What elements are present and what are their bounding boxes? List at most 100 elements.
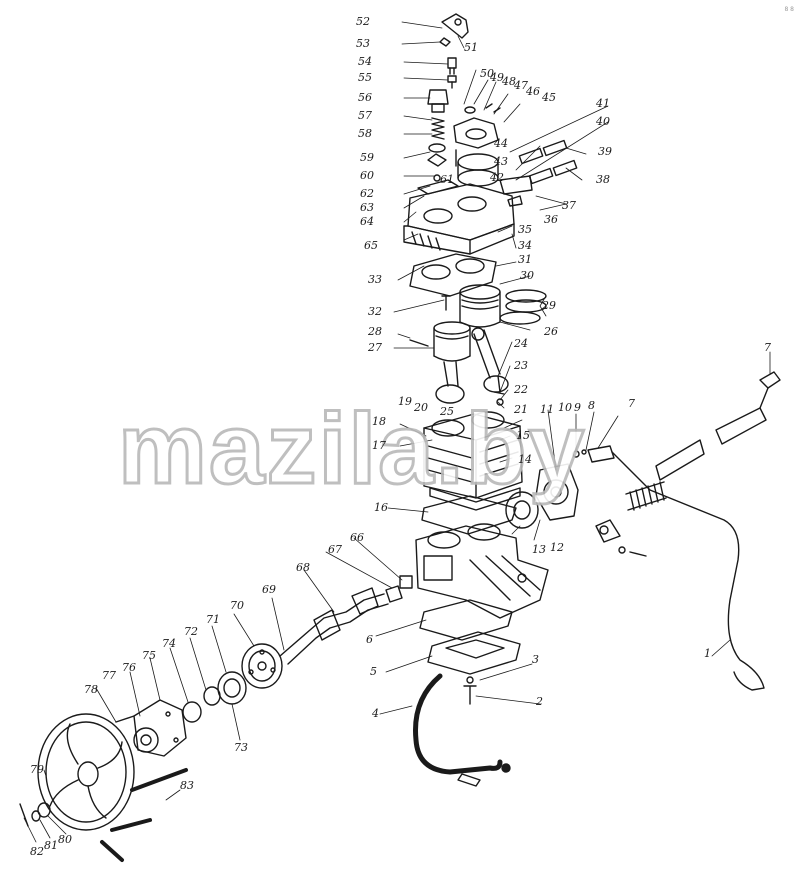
callout-46: 46 bbox=[526, 85, 540, 98]
callout-61: 61 bbox=[440, 173, 454, 186]
callout-2: 2 bbox=[536, 695, 543, 708]
callout-17: 17 bbox=[372, 439, 386, 452]
callout-64: 64 bbox=[360, 215, 374, 228]
callout-76: 76 bbox=[122, 661, 136, 674]
washer-plate bbox=[427, 153, 447, 167]
pulley-nut bbox=[19, 802, 51, 827]
head-gasket bbox=[409, 253, 497, 297]
callout-68: 68 bbox=[296, 561, 310, 574]
callout-11: 11 bbox=[540, 403, 554, 416]
callout-38: 38 bbox=[596, 173, 610, 186]
washer-ring bbox=[428, 143, 446, 153]
drive-belt bbox=[100, 768, 188, 862]
callout-8: 8 bbox=[588, 399, 595, 412]
callout-21: 21 bbox=[514, 403, 528, 416]
discharge-pipe bbox=[413, 673, 503, 775]
callout-71: 71 bbox=[206, 613, 220, 626]
callout-79: 79 bbox=[30, 763, 44, 776]
rear-cover bbox=[505, 463, 579, 529]
crankshaft bbox=[279, 575, 413, 665]
callout-36: 36 bbox=[544, 213, 558, 226]
callout-27: 27 bbox=[368, 341, 382, 354]
callout-82: 82 bbox=[30, 845, 44, 858]
corner-note: 8 8 bbox=[784, 6, 794, 13]
callout-67: 67 bbox=[328, 543, 342, 556]
cap-nut bbox=[427, 89, 449, 113]
small-nut bbox=[433, 174, 441, 182]
callout-19: 19 bbox=[398, 395, 412, 408]
callout-83: 83 bbox=[180, 779, 194, 792]
base-washer bbox=[466, 676, 474, 684]
piston-lower bbox=[433, 321, 471, 362]
callout-77: 77 bbox=[102, 669, 116, 682]
flywheel-pulley bbox=[37, 713, 135, 831]
piston-pin bbox=[409, 339, 429, 347]
callout-70: 70 bbox=[230, 599, 244, 612]
callout-54: 54 bbox=[358, 55, 372, 68]
callout-29: 29 bbox=[542, 299, 556, 312]
top-bracket bbox=[439, 13, 469, 47]
callout-53: 53 bbox=[356, 37, 370, 50]
callout-14: 14 bbox=[518, 453, 532, 466]
callout-23: 23 bbox=[514, 359, 528, 372]
callout-16: 16 bbox=[374, 501, 388, 514]
air-hoses bbox=[595, 371, 781, 557]
callout-48: 48 bbox=[502, 75, 516, 88]
callout-1: 1 bbox=[704, 647, 711, 660]
callout-56: 56 bbox=[358, 91, 372, 104]
callout-52: 52 bbox=[356, 15, 370, 28]
callout-41: 41 bbox=[596, 97, 610, 110]
callout-55: 55 bbox=[358, 71, 372, 84]
callout-13: 13 bbox=[532, 543, 546, 556]
callout-58: 58 bbox=[358, 127, 372, 140]
callout-24: 24 bbox=[514, 337, 528, 350]
callout-10: 10 bbox=[558, 401, 572, 414]
rod-bolt bbox=[493, 375, 505, 395]
callout-22: 22 bbox=[514, 383, 528, 396]
callout-66: 66 bbox=[350, 531, 364, 544]
cover-bolt bbox=[115, 715, 135, 723]
callout-40: 40 bbox=[596, 115, 610, 128]
callout-12: 12 bbox=[550, 541, 564, 554]
callout-44: 44 bbox=[494, 137, 508, 150]
base-gaskets bbox=[419, 599, 521, 675]
callout-6: 6 bbox=[366, 633, 373, 646]
callout-49: 49 bbox=[490, 71, 504, 84]
callout-4: 4 bbox=[372, 707, 379, 720]
callout-43: 43 bbox=[494, 155, 508, 168]
cylinder-block bbox=[423, 411, 523, 511]
callout-60: 60 bbox=[360, 169, 374, 182]
valve-spring bbox=[431, 117, 445, 140]
piston-rings bbox=[499, 289, 547, 325]
bearing bbox=[203, 686, 221, 706]
callout-26: 26 bbox=[544, 325, 558, 338]
oil-seal bbox=[182, 701, 202, 723]
callout-7: 7 bbox=[628, 397, 635, 410]
oil-line bbox=[611, 451, 765, 691]
callout-33: 33 bbox=[368, 273, 382, 286]
drive-pulley bbox=[241, 643, 283, 689]
callout-39: 39 bbox=[598, 145, 612, 158]
callout-63: 63 bbox=[360, 201, 374, 214]
callout-74: 74 bbox=[162, 637, 176, 650]
leader-lines bbox=[23, 21, 771, 843]
callout-25: 25 bbox=[440, 405, 454, 418]
base-bolt bbox=[463, 685, 477, 705]
callout-80: 80 bbox=[58, 833, 72, 846]
thrust-washer bbox=[217, 671, 247, 705]
callout-51: 51 bbox=[464, 41, 478, 54]
callout-69: 69 bbox=[262, 583, 276, 596]
crankcase bbox=[415, 523, 549, 619]
valve-screws bbox=[447, 57, 457, 89]
front-cover bbox=[133, 699, 187, 757]
rod-nut bbox=[496, 398, 504, 406]
callout-37: 37 bbox=[562, 199, 576, 212]
callout-78: 78 bbox=[84, 683, 98, 696]
callout-59: 59 bbox=[360, 151, 374, 164]
unloader-valve bbox=[572, 445, 615, 463]
callout-35: 35 bbox=[518, 223, 532, 236]
watermark-text: mazila.by bbox=[116, 392, 587, 507]
callout-31: 31 bbox=[518, 253, 532, 266]
callout-47: 47 bbox=[514, 79, 528, 92]
